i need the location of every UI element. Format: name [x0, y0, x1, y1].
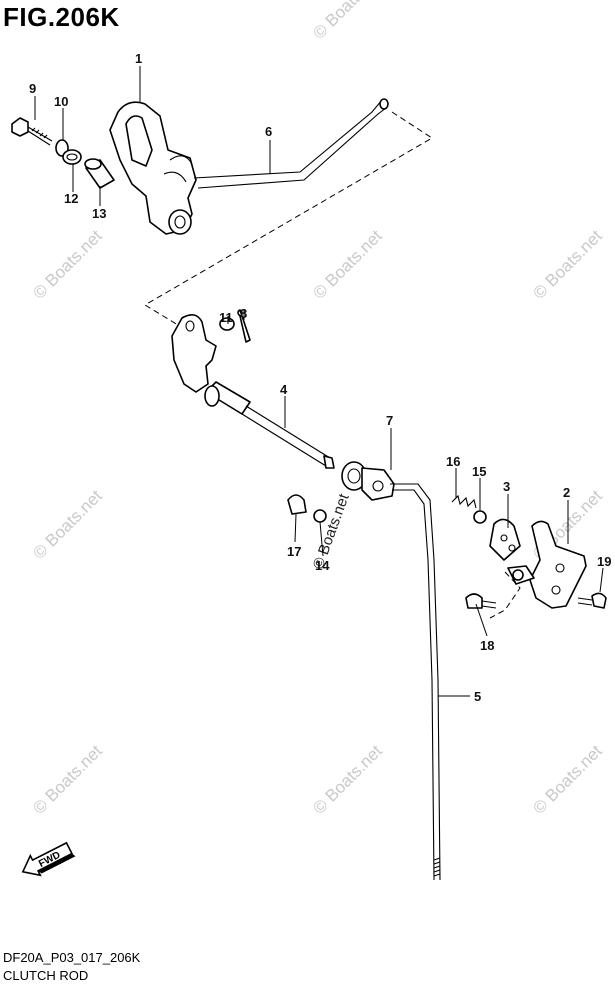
clutch-lever-part-1 — [109, 101, 197, 235]
watermark: © Boats.net — [309, 226, 386, 303]
callout-10: 10 — [54, 94, 68, 109]
watermark: © Boats.net — [529, 226, 606, 303]
washer-part-11 — [219, 317, 235, 331]
bolt-part-18 — [465, 593, 497, 609]
leader-lines — [34, 66, 604, 697]
watermark: © Boats.net — [29, 226, 106, 303]
bolt-part-19 — [577, 592, 607, 609]
detent-part-3 — [489, 518, 521, 561]
callout-3: 3 — [503, 479, 510, 494]
watermark: © Boats.net — [309, 741, 386, 818]
callout-11: 11 — [219, 310, 233, 325]
figure-title: FIG.206K — [3, 2, 120, 32]
shaft-part-4 — [171, 314, 335, 469]
callout-4: 4 — [280, 382, 288, 397]
callout-5: 5 — [474, 689, 481, 704]
callout-numbers: 1 2 3 4 5 6 7 8 9 10 11 12 13 14 15 16 1… — [29, 51, 611, 704]
callout-7: 7 — [386, 413, 393, 428]
cotter-pin-part-8 — [237, 309, 251, 343]
watermark: © Boats.net — [29, 741, 106, 818]
callout-16: 16 — [446, 454, 460, 469]
callout-2: 2 — [563, 485, 570, 500]
bolt-part-9 — [11, 117, 53, 146]
joint-part-7 — [341, 461, 395, 501]
spring-part-16 — [451, 494, 477, 509]
assembly-guide-lines — [144, 111, 521, 619]
clutch-cam-part-2 — [507, 520, 587, 609]
bushing-part-13 — [84, 158, 115, 189]
callout-19: 19 — [597, 554, 611, 569]
clutch-rod-part-5 — [390, 483, 441, 881]
callout-13: 13 — [92, 206, 106, 221]
callout-6: 6 — [265, 124, 272, 139]
fwd-arrow-icon: FWD — [21, 841, 76, 877]
callout-15: 15 — [472, 464, 486, 479]
callout-8: 8 — [240, 306, 247, 321]
callout-12: 12 — [64, 191, 78, 206]
callout-9: 9 — [29, 81, 36, 96]
watermark: © Boats.net — [309, 0, 386, 43]
bolt-part-17 — [287, 494, 307, 515]
washer-part-14 — [313, 509, 327, 523]
rod-part-6 — [193, 98, 389, 189]
watermark: © Boats.net — [29, 486, 106, 563]
figure-name: CLUTCH ROD — [3, 968, 89, 983]
ball-part-15 — [473, 510, 487, 524]
drawing-code: DF20A_P03_017_206K — [3, 950, 141, 965]
callout-18: 18 — [480, 638, 494, 653]
callout-1: 1 — [135, 51, 142, 66]
watermark: © Boats.net — [529, 741, 606, 818]
callout-17: 17 — [287, 544, 301, 559]
callout-14: 14 — [315, 558, 330, 573]
ring-part-12 — [62, 149, 82, 165]
